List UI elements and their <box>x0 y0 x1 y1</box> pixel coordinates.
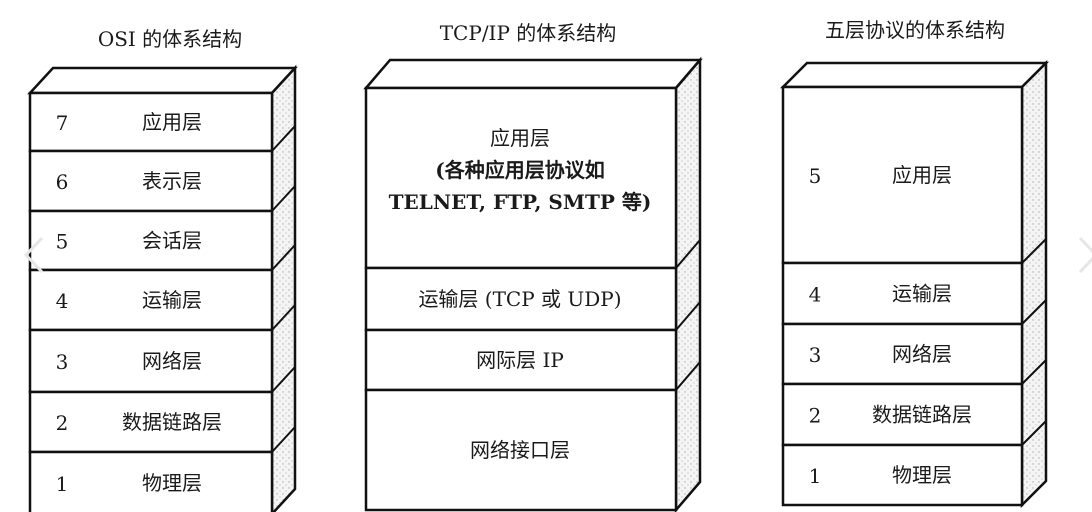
five-layer-box <box>781 443 1024 507</box>
osi-layer-row: 2 数据链路层 <box>28 366 296 454</box>
tcpip-top-face <box>363 58 703 90</box>
five-side-divider <box>1021 238 1047 264</box>
five-layer-stack: 5 应用层 4 运输层 3 网络层 2 数据链路层 1 物理层 <box>779 59 1050 509</box>
five-layer-box <box>781 261 1024 326</box>
chevron-left-icon <box>23 236 44 274</box>
osi-layer-box <box>28 209 274 272</box>
osi-layer-number: 4 <box>56 289 69 313</box>
osi-layer-number: 7 <box>56 111 69 135</box>
five-layer-label: 应用层 <box>892 163 952 187</box>
five-side-divider <box>1021 299 1047 325</box>
five-layer-title: 五层协议的体系结构 <box>825 18 1005 42</box>
osi-layer-row: 7 应用层 <box>28 91 274 153</box>
osi-layer-box <box>28 91 274 153</box>
osi-stack: 7 应用层 6 表示层 5 会话层 4 运输层 3 网络层 2 数据链路层 1 物理层 <box>27 64 298 512</box>
tcpip-layer-row: 应用层 (各种应用层协议如 TELNET, FTP, SMTP 等) <box>364 86 678 270</box>
osi-layer-row: 6 表示层 <box>28 125 296 213</box>
tcpip-layer-row: 网络接口层 <box>364 361 701 512</box>
osi-layer-number: 2 <box>56 411 69 435</box>
osi-title: OSI 的体系结构 <box>98 27 242 51</box>
tcpip-stack: 应用层 (各种应用层协议如 TELNET, FTP, SMTP 等) 运输层 (TCP… <box>363 56 703 512</box>
tcpip-layer-label: TELNET, FTP, SMTP 等) <box>389 190 652 214</box>
tcpip-layer-label: (各种应用层协议如 <box>435 158 604 182</box>
five-layer-label: 数据链路层 <box>872 403 972 427</box>
osi-layer-label: 物理层 <box>142 471 202 495</box>
five-side-divider <box>1021 420 1047 446</box>
osi-layer-label: 运输层 <box>142 288 202 312</box>
osi-layer-label: 会话层 <box>142 229 202 253</box>
tcpip-layer-label: 运输层 (TCP 或 UDP) <box>418 287 621 311</box>
tcpip-layer-box <box>364 388 678 512</box>
tcpip-side-face <box>674 56 702 512</box>
osi-side-divider <box>271 304 296 331</box>
five-layer-row: 1 物理层 <box>781 420 1047 507</box>
osi-top-face <box>27 66 298 95</box>
five-layer-number: 3 <box>809 343 822 367</box>
osi-layer-box <box>28 328 274 394</box>
tcpip-title: TCP/IP 的体系结构 <box>440 21 617 45</box>
osi-side-divider <box>271 366 296 393</box>
five-layer-number: 1 <box>809 464 822 488</box>
five-layer-label: 网络层 <box>892 342 952 366</box>
osi-side-divider <box>271 426 296 453</box>
five-layer-number: 5 <box>809 164 822 188</box>
tcpip-layer-label: 应用层 <box>490 126 550 150</box>
osi-layer-number: 5 <box>56 230 69 254</box>
tcpip-side-divider <box>675 361 701 391</box>
osi-side-face <box>270 64 297 512</box>
osi-layer-number: 6 <box>56 170 69 194</box>
five-layer-row: 5 应用层 <box>781 85 1024 265</box>
osi-layer-number: 1 <box>56 472 69 496</box>
osi-layer-row: 1 物理层 <box>28 426 296 512</box>
tcpip-side-divider <box>675 239 701 269</box>
osi-side-divider <box>271 185 296 212</box>
tcpip-layer-label: 网际层 IP <box>476 348 564 372</box>
carousel-prev-button[interactable] <box>20 230 50 280</box>
osi-side-divider <box>271 244 296 271</box>
osi-layer-row: 5 会话层 <box>28 185 296 272</box>
osi-side-divider <box>271 125 296 152</box>
five-layer-number: 2 <box>809 404 822 428</box>
five-layer-row: 2 数据链路层 <box>781 359 1047 447</box>
osi-layer-box <box>28 450 274 512</box>
five-layer-box <box>781 85 1024 265</box>
five-layer-label: 运输层 <box>892 282 952 306</box>
five-top-face <box>779 61 1050 89</box>
osi-layer-label: 表示层 <box>142 169 202 193</box>
osi-layer-box <box>28 268 274 332</box>
osi-layer-row: 3 网络层 <box>28 304 296 394</box>
five-layer-number: 4 <box>809 283 822 307</box>
tcpip-layer-box <box>364 328 678 392</box>
osi-layer-label: 网络层 <box>142 349 202 373</box>
five-side-face <box>1020 59 1048 509</box>
carousel-next-button[interactable] <box>1072 230 1092 280</box>
five-layer-label: 物理层 <box>892 463 952 487</box>
chevron-right-icon <box>1078 236 1092 274</box>
osi-layer-box <box>28 149 274 213</box>
osi-layer-label: 应用层 <box>142 110 202 134</box>
tcpip-side-divider <box>675 301 701 331</box>
five-side-divider <box>1021 359 1047 385</box>
five-layer-row: 4 运输层 <box>781 238 1047 326</box>
tcpip-layer-row: 网际层 IP <box>364 301 701 392</box>
five-layer-box <box>781 382 1024 447</box>
osi-layer-box <box>28 390 274 454</box>
osi-layer-label: 数据链路层 <box>122 410 222 434</box>
tcpip-layer-label: 网络接口层 <box>470 438 570 462</box>
osi-layer-row: 4 运输层 <box>28 244 296 332</box>
osi-layer-number: 3 <box>56 350 69 374</box>
